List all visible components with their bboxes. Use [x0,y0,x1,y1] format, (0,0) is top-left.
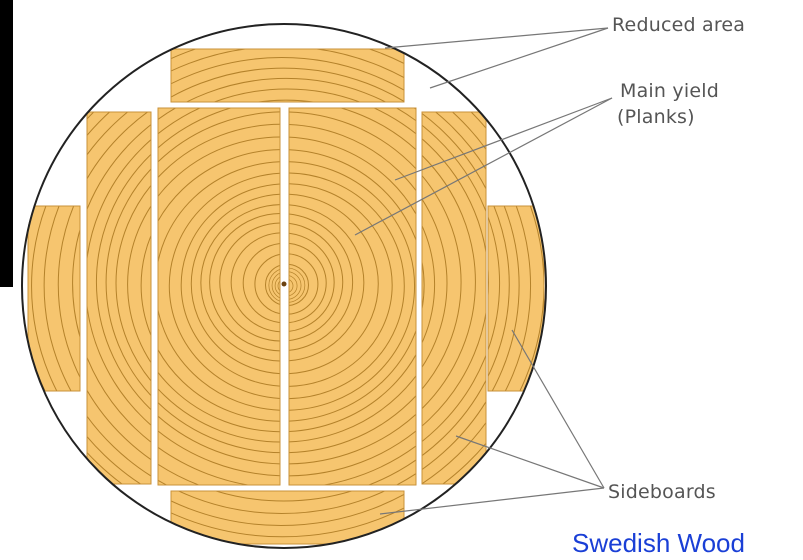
label-planks: (Planks) [617,106,695,128]
reduced-board-right [488,206,544,391]
label-reduced-area: Reduced area [612,14,745,36]
leader-reduced-corner [430,28,608,88]
sideboard-right [422,112,486,484]
pith [282,282,287,287]
plank-right [289,108,416,485]
label-sideboards: Sideboards [608,481,716,503]
leader-sideboards-1 [512,330,604,488]
reduced-board-left [28,206,80,391]
leader-reduced-top [385,28,608,48]
label-main-yield: Main yield [620,80,719,102]
source-link[interactable]: Swedish Wood [572,528,745,559]
